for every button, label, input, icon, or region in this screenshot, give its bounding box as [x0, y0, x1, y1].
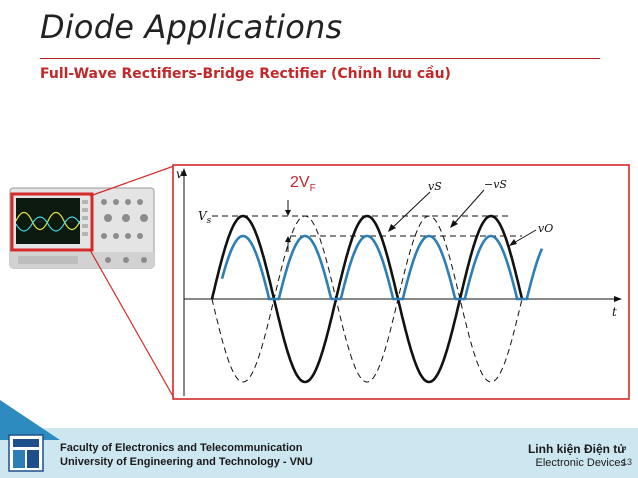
forward-drop-label: 2VF	[290, 174, 316, 195]
vo-waveform	[220, 234, 544, 301]
course-title-en: Electronic Devices	[535, 457, 626, 469]
slide-title: Diode Applications	[40, 8, 343, 46]
title-divider	[40, 58, 600, 59]
course-info: Linh kiện Điện tử Electronic Devices	[528, 442, 626, 470]
faculty-info: Faculty of Electronics and Telecommunica…	[60, 441, 313, 469]
axis-v-label: v	[176, 167, 183, 181]
minus-vs-label: −vS	[484, 178, 507, 191]
oscilloscope-image	[9, 187, 155, 269]
vo-label-pointer	[511, 229, 537, 245]
university-logo	[8, 434, 44, 472]
page-number: 13	[621, 457, 632, 467]
minus-vs-label-pointer	[451, 189, 485, 227]
footer-accent-shape	[0, 400, 60, 440]
minus-vs-waveform	[211, 215, 523, 383]
axis-t-label: t	[612, 305, 617, 319]
slide-subtitle: Full-Wave Rectifiers-Bridge Rectifier (C…	[40, 66, 451, 82]
footer-bar	[0, 428, 638, 478]
rectifier-waveform-diagram: v t Vs vS −vS vO	[172, 164, 630, 400]
faculty-line-1: Faculty of Electronics and Telecommunica…	[60, 442, 303, 454]
time-axis-arrow	[614, 296, 622, 302]
vs-waveform	[210, 214, 524, 384]
vs-curve-label: vS	[428, 180, 442, 193]
vs-label-pointer	[389, 191, 431, 231]
faculty-line-2: University of Engineering and Technology…	[60, 456, 313, 468]
vo-label: vO	[538, 222, 553, 235]
vertical-axis-arrow	[181, 168, 187, 176]
course-title-vi: Linh kiện Điện tử	[527, 442, 626, 456]
